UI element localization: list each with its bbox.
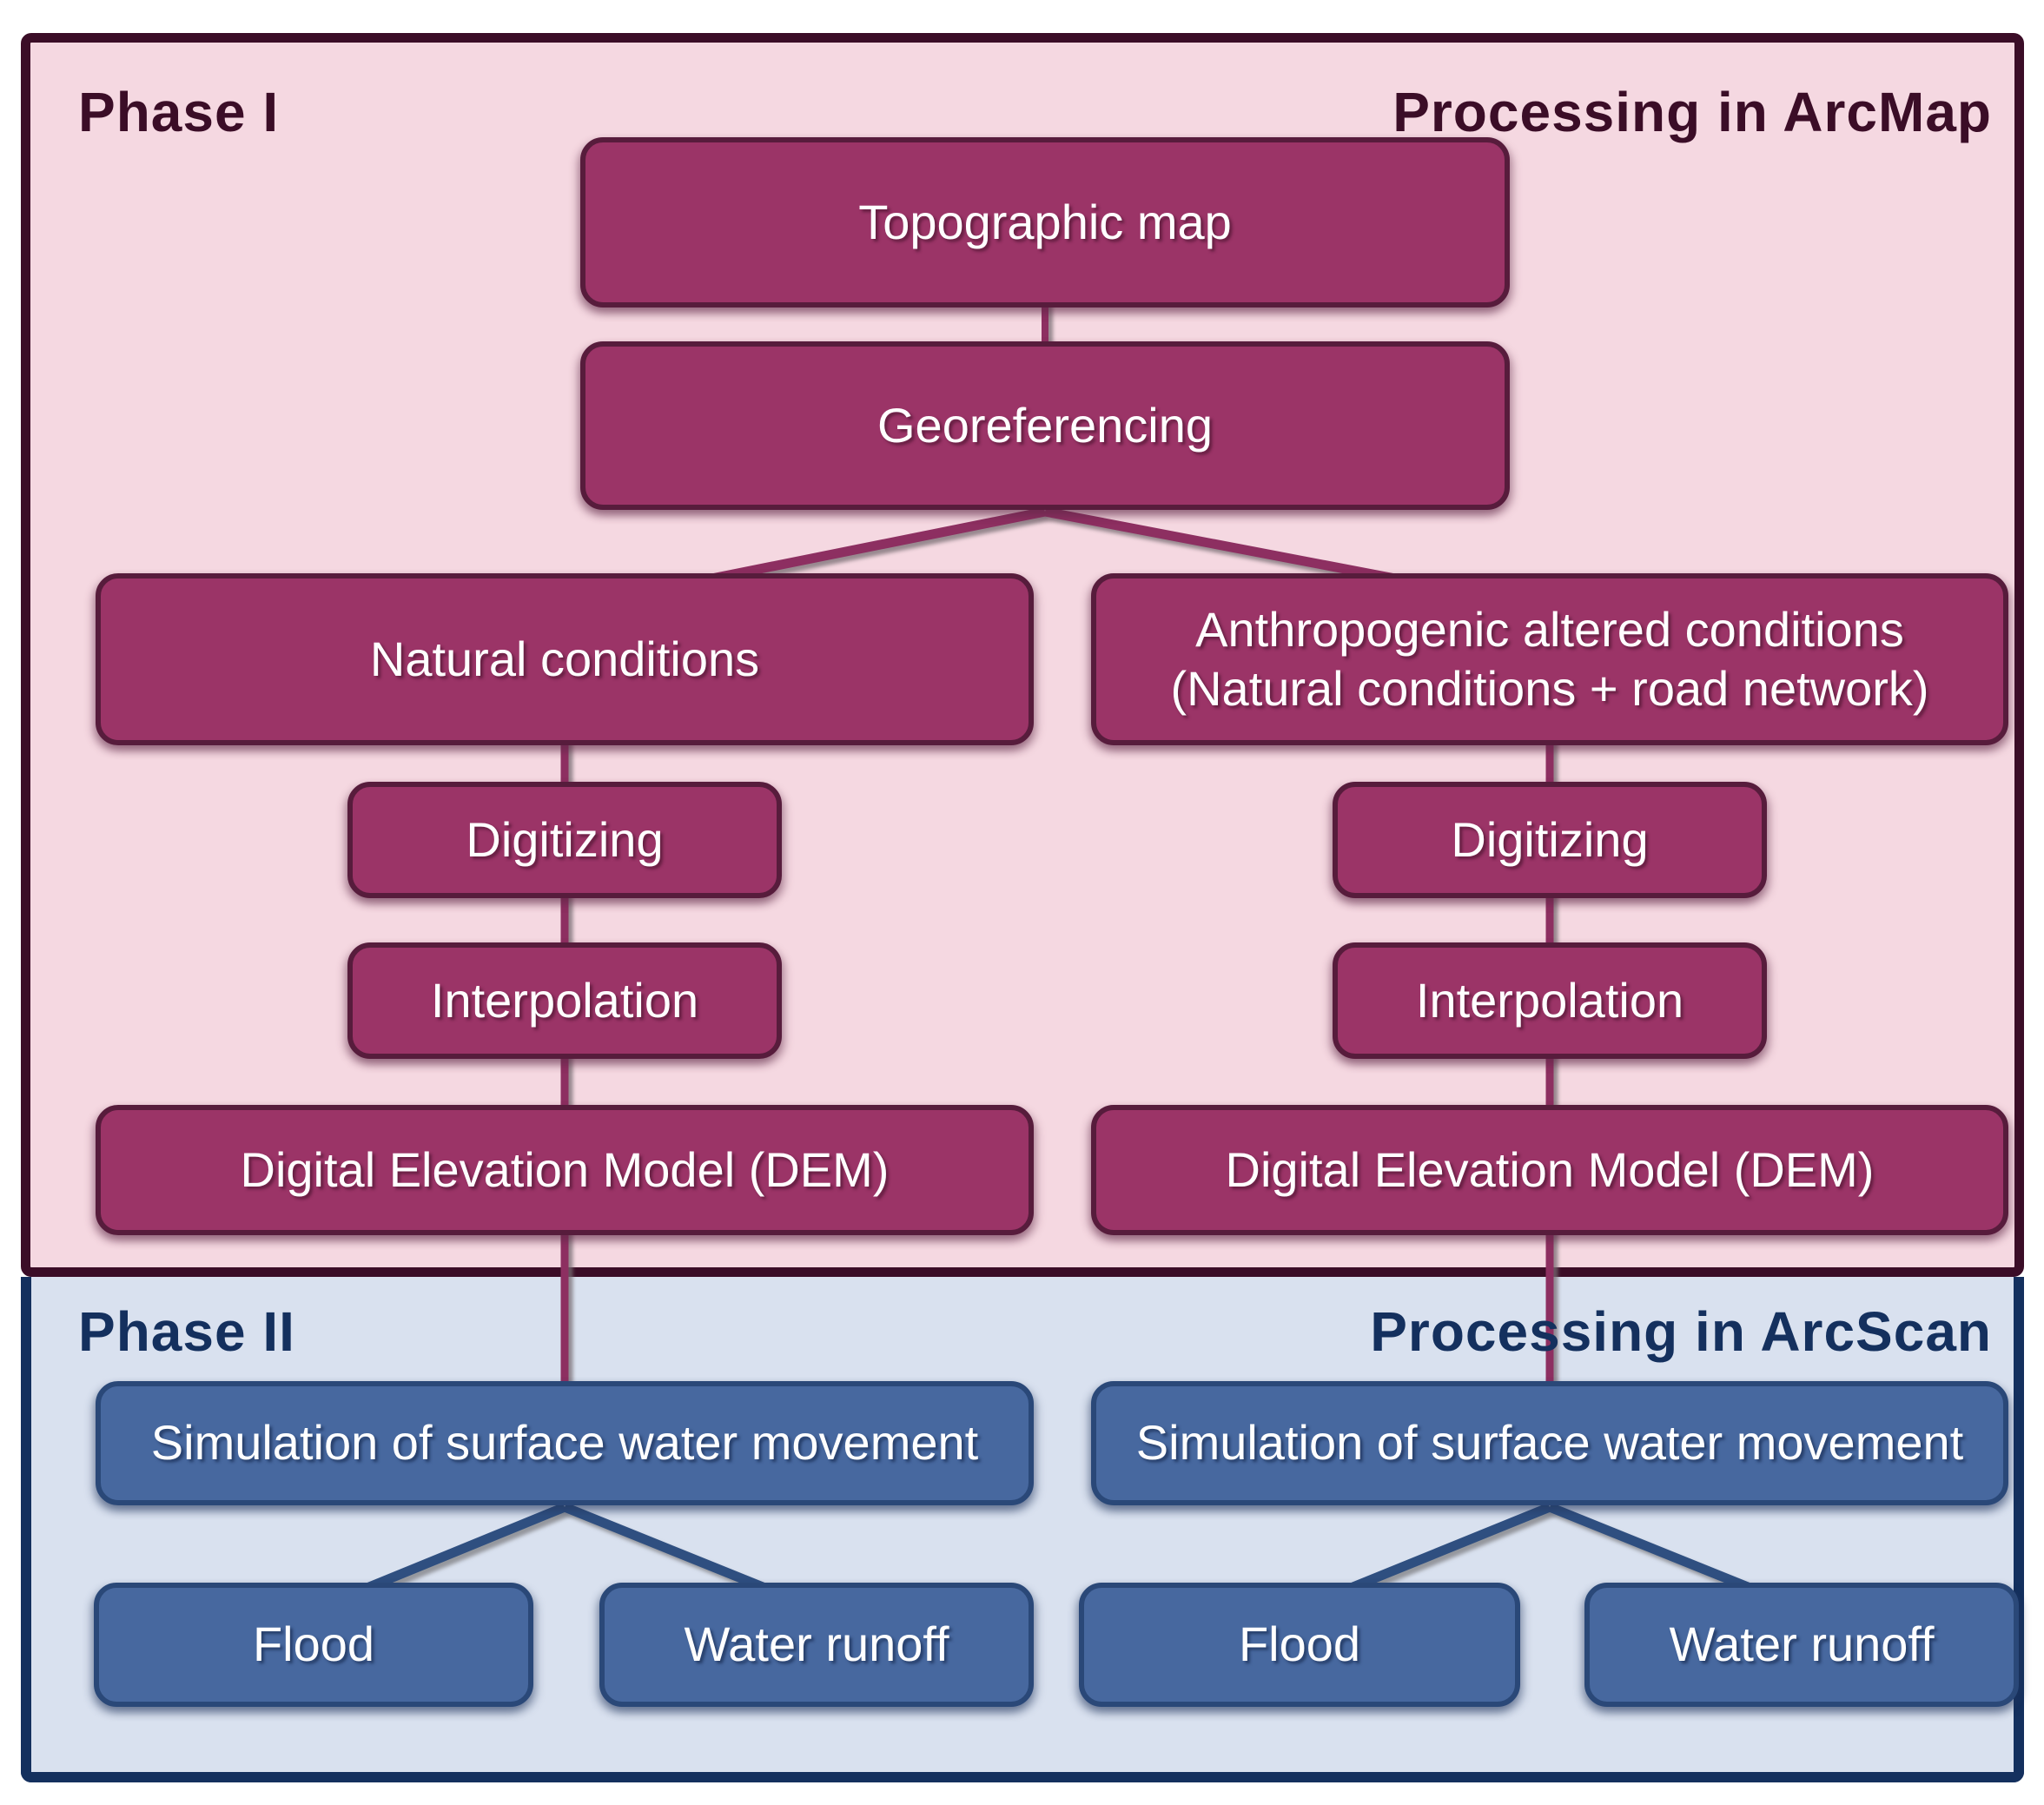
phase1-label: Phase I [78, 81, 280, 143]
node-interpolation-right-label: Interpolation [1415, 972, 1684, 1028]
node-flood-right-label: Flood [1238, 1617, 1361, 1672]
node-interpolation-right: Interpolation [1333, 942, 1767, 1059]
phase2-header-right: Processing in ArcScan [1370, 1300, 1992, 1363]
node-anthropogenic-line2: (Natural conditions + road network) [1170, 661, 1929, 716]
node-flood-left-label: Flood [252, 1617, 375, 1672]
node-digitizing-right-label: Digitizing [1451, 811, 1649, 867]
node-dem-right: Digital Elevation Model (DEM) [1091, 1105, 2008, 1235]
node-natural-conditions-label: Natural conditions [369, 631, 760, 686]
node-digitizing-right: Digitizing [1333, 782, 1767, 898]
node-dem-right-label: Digital Elevation Model (DEM) [1225, 1141, 1875, 1197]
node-water-runoff-left: Water runoff [599, 1583, 1034, 1707]
node-water-runoff-left-label: Water runoff [684, 1617, 949, 1672]
node-natural-conditions: Natural conditions [96, 573, 1034, 745]
node-water-runoff-right-label: Water runoff [1669, 1617, 1935, 1672]
node-dem-left: Digital Elevation Model (DEM) [96, 1105, 1034, 1235]
node-water-runoff-right: Water runoff [1584, 1583, 2019, 1707]
node-digitizing-left-label: Digitizing [466, 811, 664, 867]
node-simulation-left: Simulation of surface water movement [96, 1381, 1034, 1505]
node-anthropogenic-line1: Anthropogenic altered conditions [1195, 601, 1904, 657]
phase1-header-right: Processing in ArcMap [1392, 81, 1992, 143]
node-topographic-map-label: Topographic map [858, 194, 1232, 249]
node-flood-left: Flood [94, 1583, 533, 1707]
node-georeferencing-label: Georeferencing [876, 397, 1213, 453]
node-simulation-right: Simulation of surface water movement [1091, 1381, 2008, 1505]
node-dem-left-label: Digital Elevation Model (DEM) [240, 1141, 890, 1197]
node-georeferencing: Georeferencing [580, 341, 1510, 510]
node-anthropogenic-conditions: Anthropogenic altered conditions (Natura… [1091, 573, 2008, 745]
node-simulation-right-label: Simulation of surface water movement [1135, 1415, 1964, 1471]
node-topographic-map: Topographic map [580, 137, 1510, 307]
node-digitizing-left: Digitizing [347, 782, 782, 898]
node-flood-right: Flood [1079, 1583, 1520, 1707]
node-interpolation-left-label: Interpolation [430, 972, 699, 1028]
node-interpolation-left: Interpolation [347, 942, 782, 1059]
node-simulation-left-label: Simulation of surface water movement [150, 1415, 979, 1471]
phase2-label: Phase II [78, 1300, 295, 1363]
